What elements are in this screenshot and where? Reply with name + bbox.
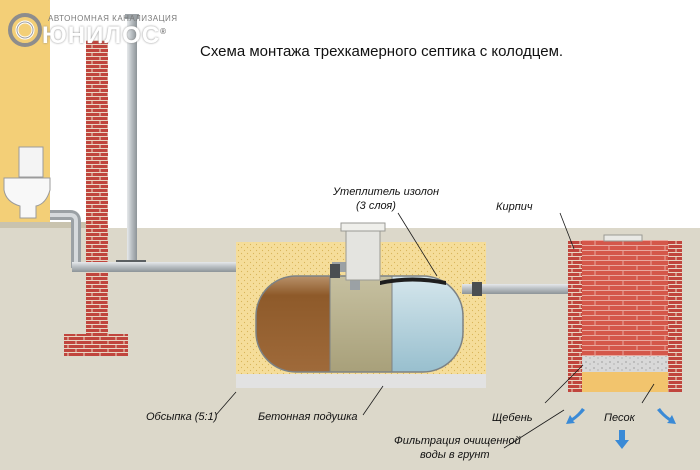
tank-lid — [340, 222, 386, 232]
label-filtration-line1: Фильтрация очищенной — [394, 435, 521, 447]
filtration-arrow-icon — [566, 408, 676, 449]
floor-slab — [0, 222, 88, 228]
leader-lines — [215, 212, 655, 449]
diagram-title: Схема монтажа трехкамерного септика с ко… — [200, 43, 564, 60]
label-concrete-pad: Бетонная подушка — [258, 411, 358, 423]
label-insulation-line2: (3 слоя) — [356, 200, 396, 212]
outlet-pipe — [462, 284, 576, 294]
label-brick: Кирпич — [496, 201, 533, 213]
well-left-wall — [568, 240, 582, 392]
toilet-icon — [3, 146, 51, 219]
well-right-wall — [668, 240, 682, 392]
logo-registered-mark: ® — [160, 27, 168, 36]
logo-brand-name: ЮНИЛОС — [42, 22, 161, 49]
chamber-2 — [330, 276, 392, 372]
concrete-pad — [236, 374, 486, 388]
label-sand: Песок — [604, 412, 635, 424]
insulation — [380, 277, 446, 285]
logo-tagline: Автономная канализация — [48, 14, 178, 23]
vent-pipe — [127, 16, 137, 270]
vent-pipe-cap — [125, 14, 139, 19]
well-interior — [582, 240, 668, 356]
label-insulation-line1: Утеплитель изолон — [333, 186, 440, 198]
sand-layer — [582, 372, 668, 392]
label-backfill: Обсыпка (5:1) — [146, 411, 218, 423]
gravel-layer — [582, 356, 668, 372]
chamber-1 — [256, 276, 330, 372]
logo-icon — [8, 13, 42, 47]
well-lid — [603, 234, 643, 242]
label-filtration-line2: воды в грунт — [420, 449, 490, 461]
tank-neck — [345, 229, 381, 281]
foundation-footing — [64, 334, 128, 356]
chamber-3 — [392, 276, 463, 372]
sky — [0, 0, 700, 228]
label-gravel: Щебень — [492, 412, 533, 424]
logo-brand: ЮНИЛОС® — [42, 22, 167, 50]
septic-tank — [256, 276, 463, 372]
foundation-wall — [86, 40, 108, 334]
inlet-pipe — [72, 262, 352, 272]
